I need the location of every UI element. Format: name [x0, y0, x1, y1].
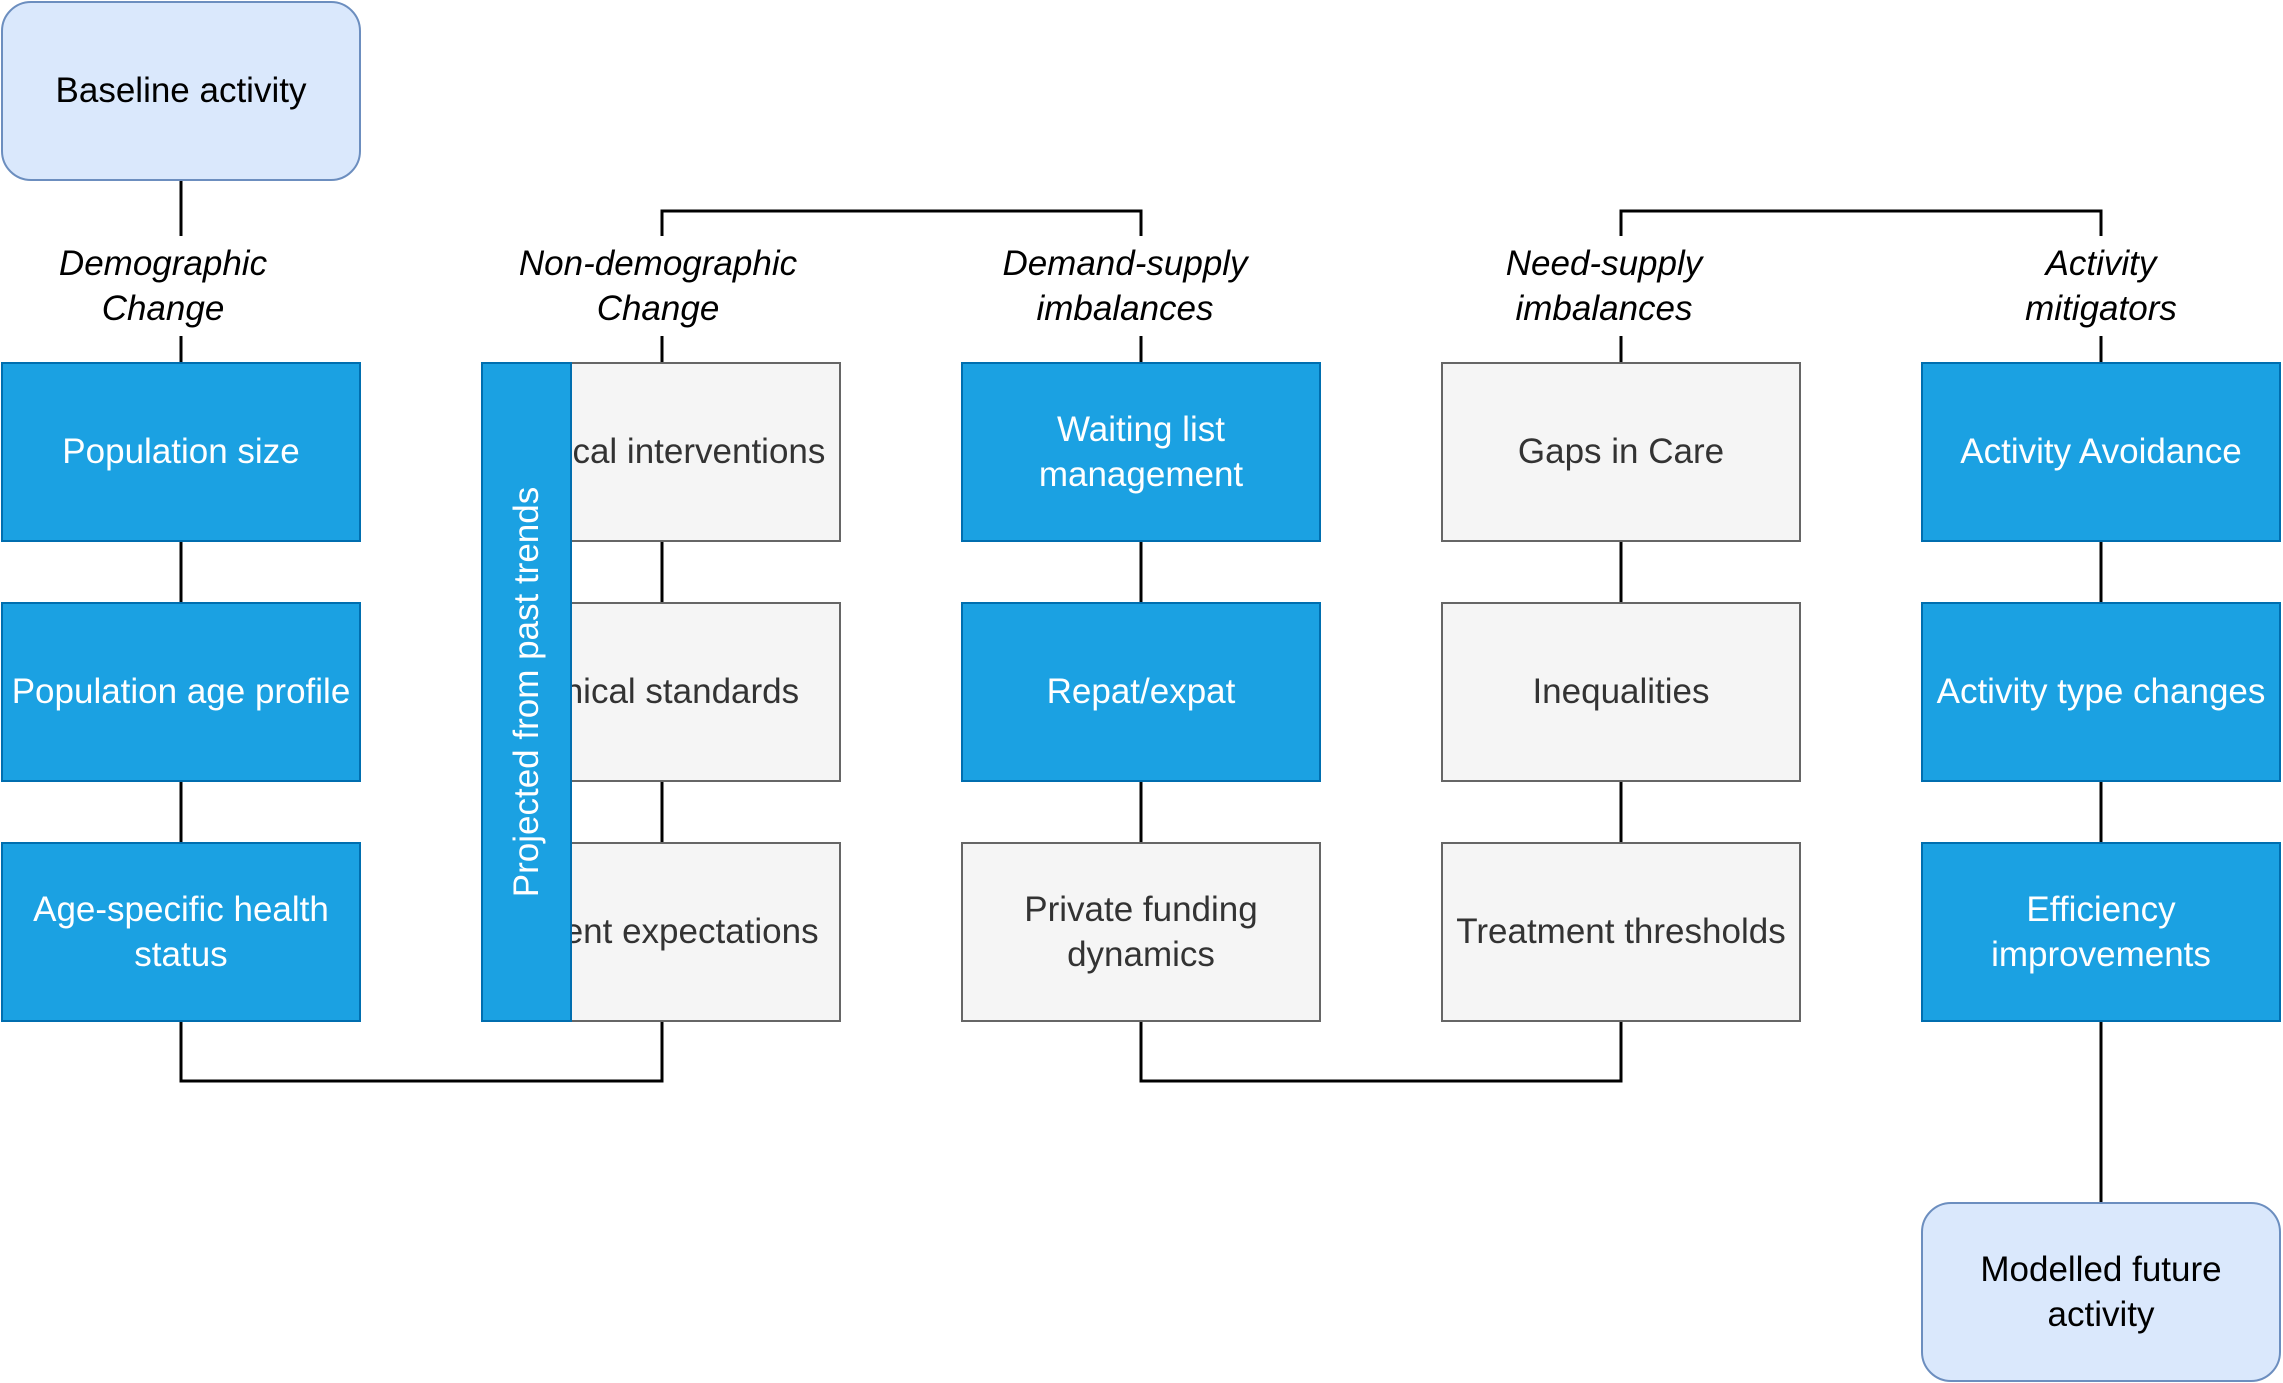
waiting-list-management-label: Waiting list management — [1038, 409, 1244, 495]
category-demand-supply-imbalances: Demand-supply imbalances — [990, 236, 1260, 336]
modelled-future-activity-label: Modelled future activity — [1980, 1249, 2222, 1335]
category-need-supply-imbalances: Need-supply imbalances — [1494, 236, 1714, 336]
modelled-future-activity-node: Modelled future activity — [1921, 1202, 2281, 1382]
repat-expat-label: Repat/expat — [1046, 672, 1236, 712]
category-activity-mitigators: Activity mitigators — [2016, 236, 2186, 336]
category-demographic-change: Demographic Change — [36, 236, 290, 336]
treatment-thresholds-label: Treatment thresholds — [1456, 912, 1786, 952]
activity-type-changes-label: Activity type changes — [1936, 672, 2266, 712]
population-size-label: Population size — [62, 432, 300, 472]
gaps-in-care-node: Gaps in Care — [1441, 362, 1801, 542]
treatment-thresholds-node: Treatment thresholds — [1441, 842, 1801, 1022]
age-specific-health-status-label: Age-specific health status — [33, 889, 329, 975]
private-funding-dynamics-label: Private funding dynamics — [1024, 889, 1258, 975]
efficiency-improvements-node: Efficiency improvements — [1921, 842, 2281, 1022]
baseline-activity-node: Baseline activity — [1, 1, 361, 181]
projected-from-past-trends-label: Projected from past trends — [506, 486, 546, 898]
activity-type-changes-node: Activity type changes — [1921, 602, 2281, 782]
private-funding-dynamics-node: Private funding dynamics — [961, 842, 1321, 1022]
activity-avoidance-node: Activity Avoidance — [1921, 362, 2281, 542]
age-specific-health-status-node: Age-specific health status — [1, 842, 361, 1022]
inequalities-label: Inequalities — [1532, 672, 1710, 712]
population-age-profile-label: Population age profile — [11, 672, 351, 712]
connector — [1139, 1022, 1623, 1083]
inequalities-node: Inequalities — [1441, 602, 1801, 782]
activity-avoidance-label: Activity Avoidance — [1960, 432, 2242, 472]
repat-expat-node: Repat/expat — [961, 602, 1321, 782]
baseline-activity-label: Baseline activity — [55, 71, 307, 111]
category-non-demographic-change: Non-demographic Change — [508, 236, 808, 336]
population-age-profile-node: Population age profile — [1, 602, 361, 782]
gaps-in-care-label: Gaps in Care — [1517, 432, 1725, 472]
efficiency-improvements-label: Efficiency improvements — [1991, 889, 2211, 975]
waiting-list-management-node: Waiting list management — [961, 362, 1321, 542]
connector — [179, 1022, 664, 1083]
population-size-node: Population size — [1, 362, 361, 542]
projected-from-past-trends-bar: Projected from past trends — [481, 362, 572, 1022]
